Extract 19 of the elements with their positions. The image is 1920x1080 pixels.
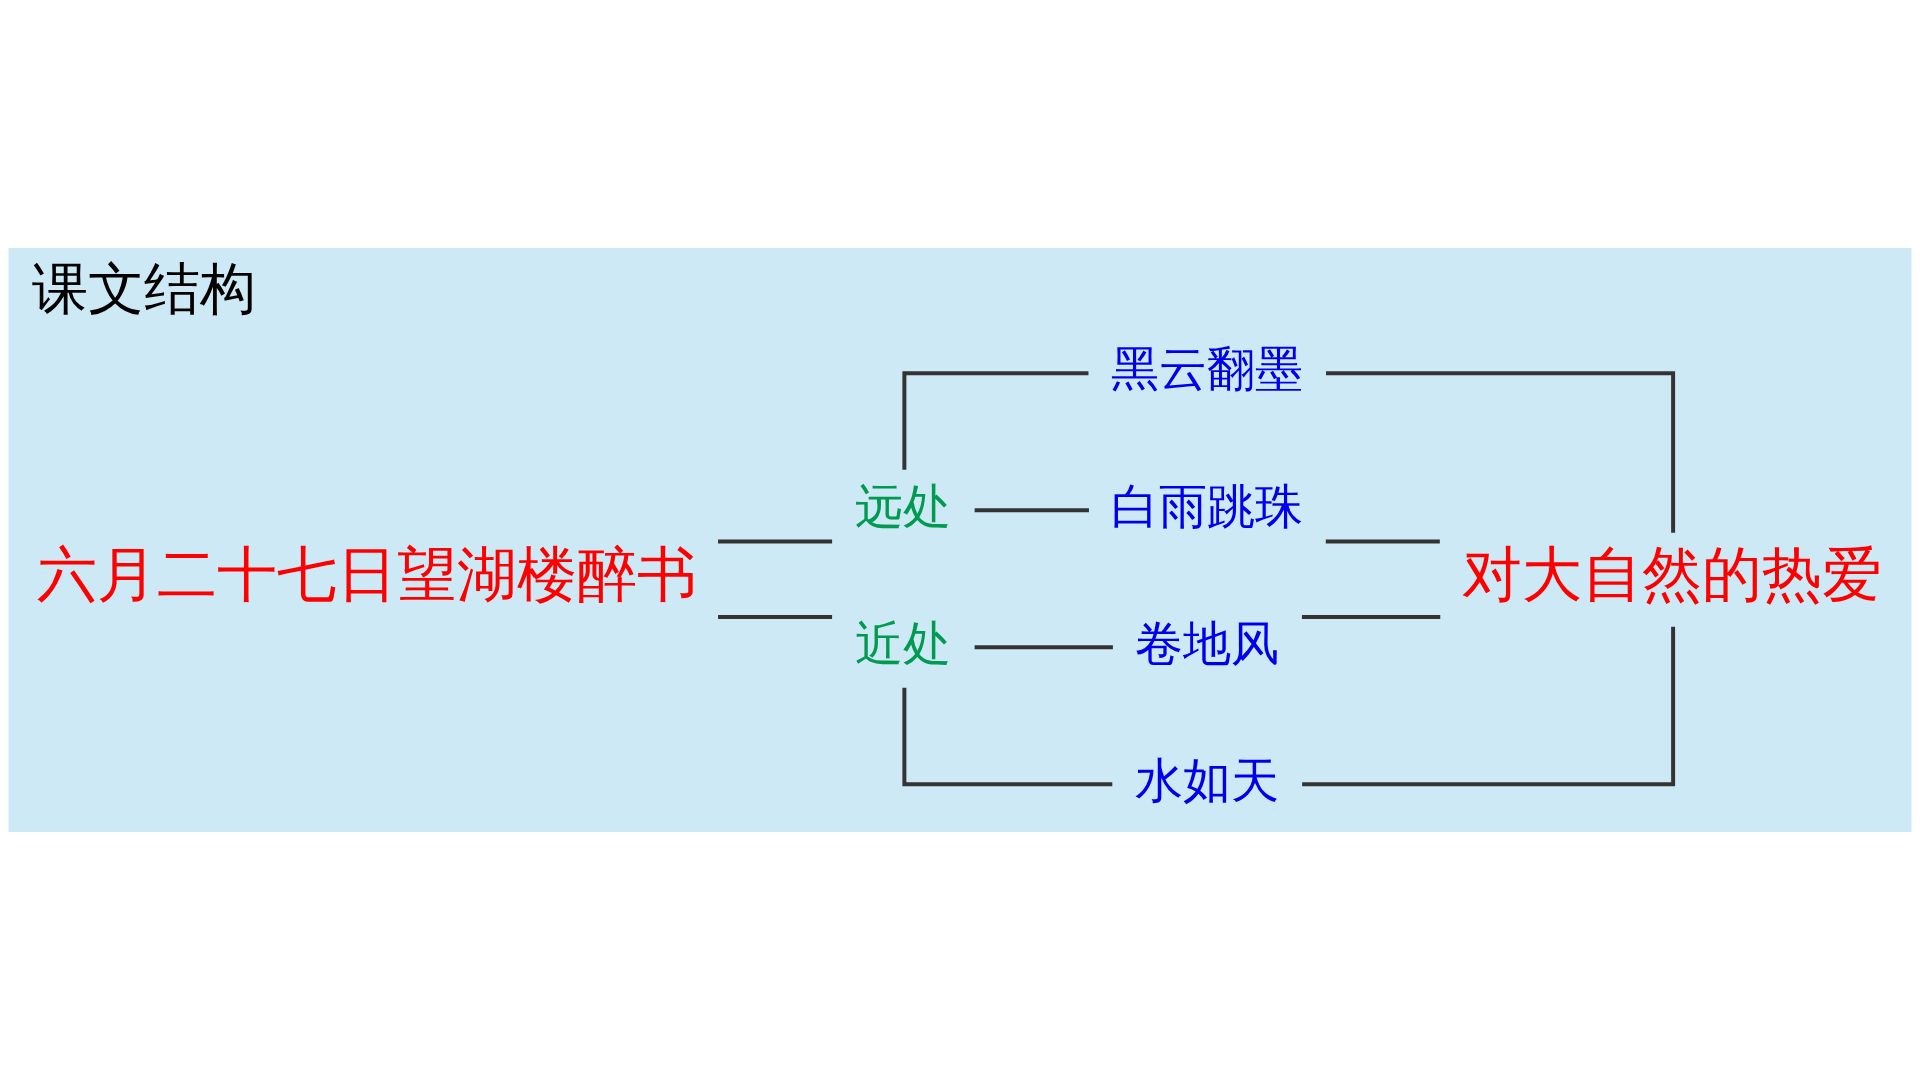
node-text: 卷地风 xyxy=(1135,615,1280,671)
connector xyxy=(974,645,1113,650)
node-text: 对大自然的热爱 xyxy=(1462,539,1883,609)
node-text: 白雨跳珠 xyxy=(1111,478,1304,534)
diagram-title: 课文结构 xyxy=(31,256,256,322)
connector xyxy=(1326,371,1676,533)
connector xyxy=(1302,626,1676,787)
connector xyxy=(902,371,1089,470)
connector xyxy=(1325,539,1440,544)
connector xyxy=(974,508,1089,513)
node-text: 六月二十七日望湖楼醉书 xyxy=(37,539,698,609)
node-text: 近处 xyxy=(855,615,952,671)
connector xyxy=(1301,615,1441,619)
node-text: 水如天 xyxy=(1135,752,1280,808)
connector xyxy=(718,539,833,544)
node-text: 远处 xyxy=(855,478,952,534)
connector xyxy=(902,687,1113,787)
node-text: 黑云翻墨 xyxy=(1111,341,1304,397)
connector xyxy=(718,615,833,619)
